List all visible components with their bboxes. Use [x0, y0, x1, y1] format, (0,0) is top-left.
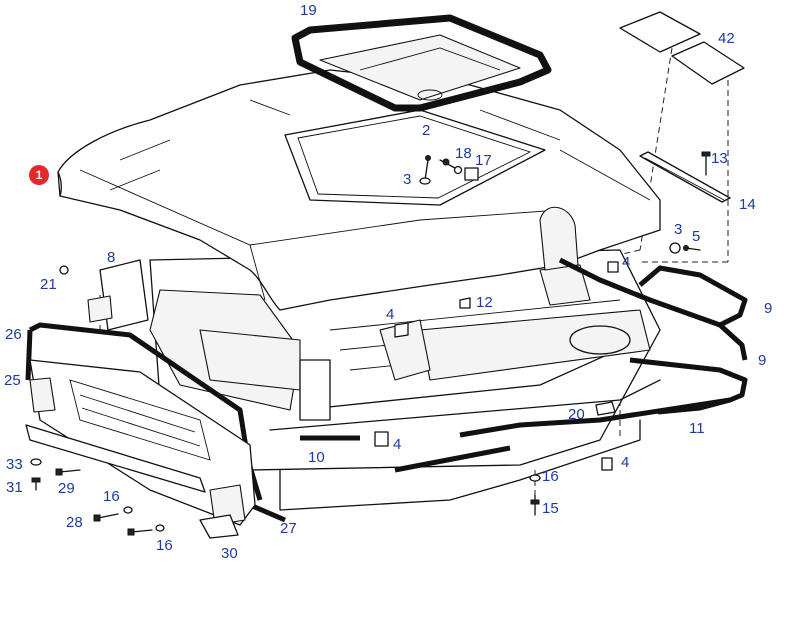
hardware — [30, 151, 711, 536]
part-number-label[interactable]: 19 — [300, 2, 317, 19]
part-number-label[interactable]: 31 — [6, 479, 23, 496]
part-number-label[interactable]: 3 — [674, 221, 683, 238]
part-number-label[interactable]: 33 — [6, 456, 23, 473]
part-number-label[interactable]: 4 — [386, 306, 395, 323]
sheet-pieces — [619, 11, 745, 85]
part-number-label[interactable]: 9 — [764, 300, 773, 317]
part-number-label[interactable]: 26 — [5, 326, 22, 343]
part-number-label[interactable]: 42 — [718, 30, 735, 47]
part-number-label[interactable]: 4 — [393, 436, 402, 453]
trim-strip — [639, 151, 731, 203]
part-number-label[interactable]: 8 — [107, 249, 116, 266]
front-panel — [25, 359, 256, 539]
part-number-label[interactable]: 11 — [689, 420, 705, 437]
part-number-label[interactable]: 21 — [40, 276, 57, 293]
part-number-label[interactable]: 10 — [308, 449, 325, 466]
part-number-label[interactable]: 29 — [58, 480, 75, 497]
part-number-label[interactable]: 4 — [621, 454, 630, 471]
part-number-label[interactable]: 28 — [66, 514, 83, 531]
part-number-label[interactable]: 17 — [475, 152, 492, 169]
side-bracket — [87, 259, 149, 331]
part-number-label[interactable]: 18 — [455, 145, 472, 162]
part-number-label[interactable]: 16 — [542, 468, 559, 485]
part-number-label[interactable]: 20 — [568, 406, 585, 423]
roof-panel — [57, 69, 661, 311]
part-number-label[interactable]: 2 — [422, 122, 431, 139]
part-number-label[interactable]: 12 — [476, 294, 493, 311]
part-number-label[interactable]: 30 — [221, 545, 238, 562]
part-number-label[interactable]: 3 — [403, 171, 412, 188]
part-number-label[interactable]: 13 — [711, 150, 728, 167]
part-number-label[interactable]: 15 — [542, 500, 559, 517]
part-number-label[interactable]: 5 — [692, 228, 701, 245]
part-number-label[interactable]: 16 — [103, 488, 120, 505]
part-number-label[interactable]: 9 — [758, 352, 767, 369]
part-number-label[interactable]: 25 — [4, 372, 21, 389]
part-number-label[interactable]: 4 — [622, 254, 631, 271]
part-number-label[interactable]: 27 — [280, 520, 297, 537]
part-number-label[interactable]: 16 — [156, 537, 173, 554]
part-number-label[interactable]: 14 — [739, 196, 756, 213]
callout-marker[interactable]: 1 — [29, 165, 49, 185]
hatch-seal — [291, 14, 552, 112]
